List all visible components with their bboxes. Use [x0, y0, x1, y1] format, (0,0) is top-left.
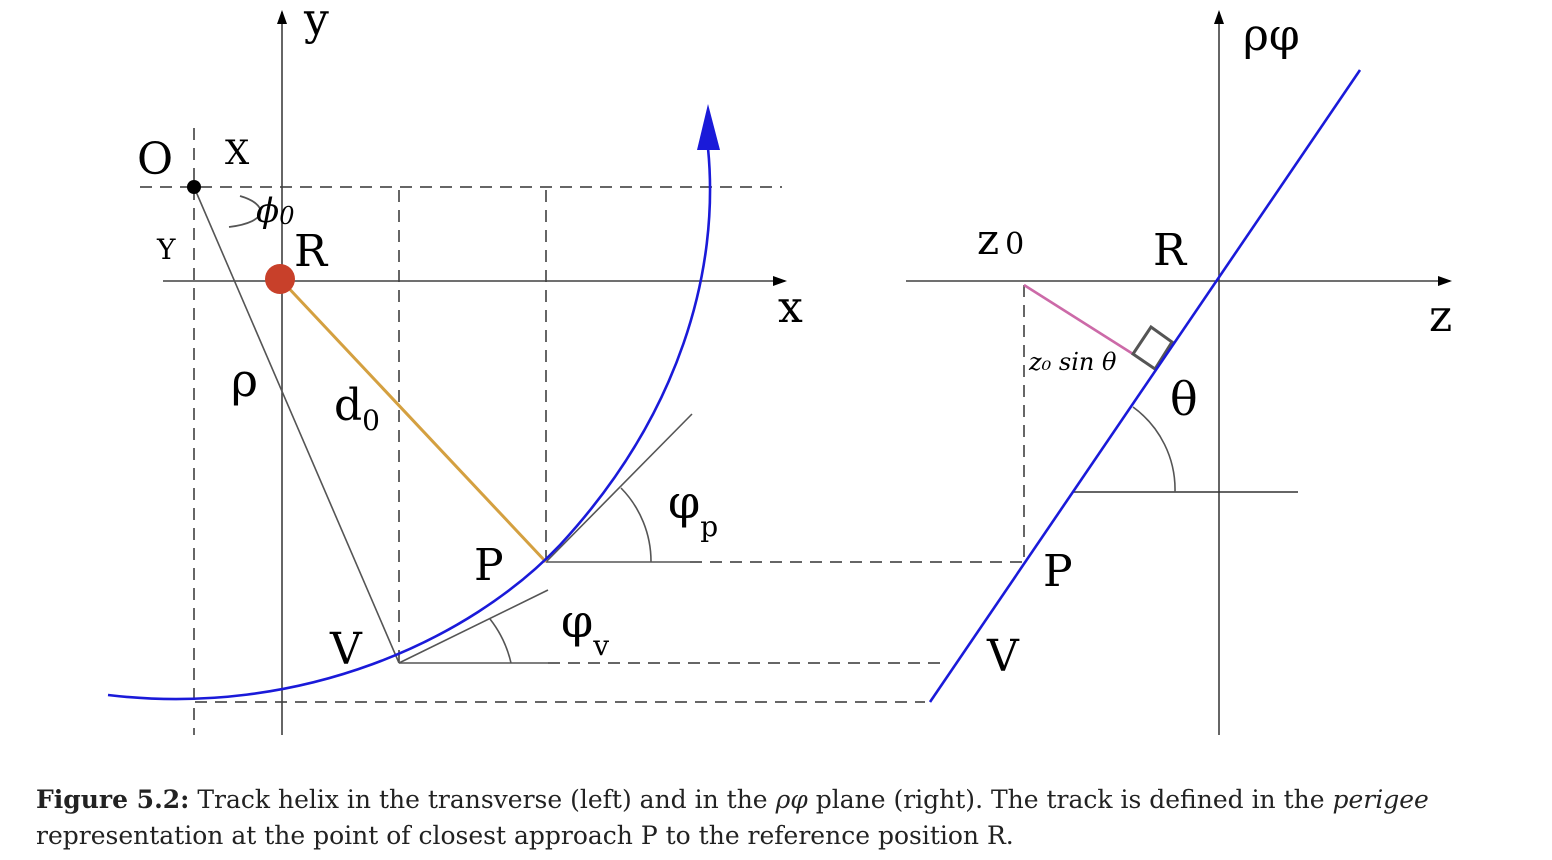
- reference-point-R: [265, 264, 295, 294]
- label-O: O: [137, 134, 173, 185]
- label-R-right: R: [1153, 225, 1188, 276]
- label-phi0-symbol: ϕ: [256, 191, 279, 231]
- origin-point: [187, 180, 201, 194]
- z-axis-label: z: [1429, 291, 1452, 342]
- label-phi-v: φv: [561, 594, 609, 662]
- angle-arc-phi-v: [489, 618, 512, 664]
- track-direction-arrowhead: [697, 104, 720, 150]
- label-d0-symbol: d: [334, 380, 362, 431]
- label-P-left: P: [474, 540, 504, 591]
- left-dashed-guides: [140, 128, 1022, 735]
- label-R-left: R: [294, 226, 329, 277]
- figure-caption: Figure 5.2: Track helix in the transvers…: [36, 782, 1536, 854]
- label-P-right: P: [1043, 546, 1073, 597]
- label-z0-sin-theta: z₀ sin θ: [1028, 348, 1117, 376]
- d0-line: [280, 279, 548, 564]
- label-d0: d0: [334, 380, 380, 437]
- label-theta: θ: [1170, 372, 1198, 426]
- caption-text-2: plane (right). The track is defined in t…: [807, 785, 1333, 814]
- track-helix-curve: [107, 147, 712, 701]
- caption-text-1: Track helix in the transverse (left) and…: [189, 785, 776, 814]
- rhophi-axis-label: ρφ: [1243, 10, 1300, 61]
- label-phi-p-subscript: p: [700, 510, 718, 543]
- label-z0-subscript: 0: [1005, 227, 1024, 262]
- label-phi-v-symbol: φ: [561, 594, 593, 648]
- label-z0-symbol: z: [977, 215, 999, 264]
- label-V-right: V: [986, 631, 1020, 682]
- label-phi0: ϕ0: [256, 191, 294, 231]
- label-phi-p-symbol: φ: [668, 475, 700, 529]
- track-line-rhophi: [928, 69, 1362, 703]
- label-Y: Y: [156, 233, 176, 266]
- label-d0-subscript: 0: [362, 404, 380, 437]
- label-phi-p: φp: [668, 475, 718, 543]
- tangent-at-P: [545, 413, 693, 563]
- caption-rho-phi: ρφ: [775, 785, 808, 814]
- label-X: X: [225, 133, 250, 173]
- label-V-left: V: [329, 624, 363, 675]
- label-phi0-subscript: 0: [279, 202, 294, 230]
- caption-text-3: representation at the point of closest a…: [36, 821, 1014, 850]
- caption-label: Figure 5.2:: [36, 785, 190, 814]
- angle-arc-theta: [1132, 406, 1176, 493]
- angle-arc-phi-p: [620, 487, 652, 563]
- z0-sin-theta-line: [1023, 283, 1134, 356]
- caption-perigee: perigee: [1332, 785, 1429, 814]
- left-panel: y x O X Y ϕ0 R ρ d0 P V φp φv: [107, 0, 1022, 735]
- x-axis-label: x: [778, 282, 803, 333]
- right-angle-box: [1130, 324, 1175, 372]
- tangent-at-V: [398, 589, 549, 664]
- rho-line: [193, 186, 400, 664]
- label-phi-v-subscript: v: [592, 629, 609, 662]
- angle-arc-phi0: [228, 195, 262, 228]
- y-axis-label: y: [303, 0, 329, 45]
- label-rho: ρ: [231, 353, 258, 407]
